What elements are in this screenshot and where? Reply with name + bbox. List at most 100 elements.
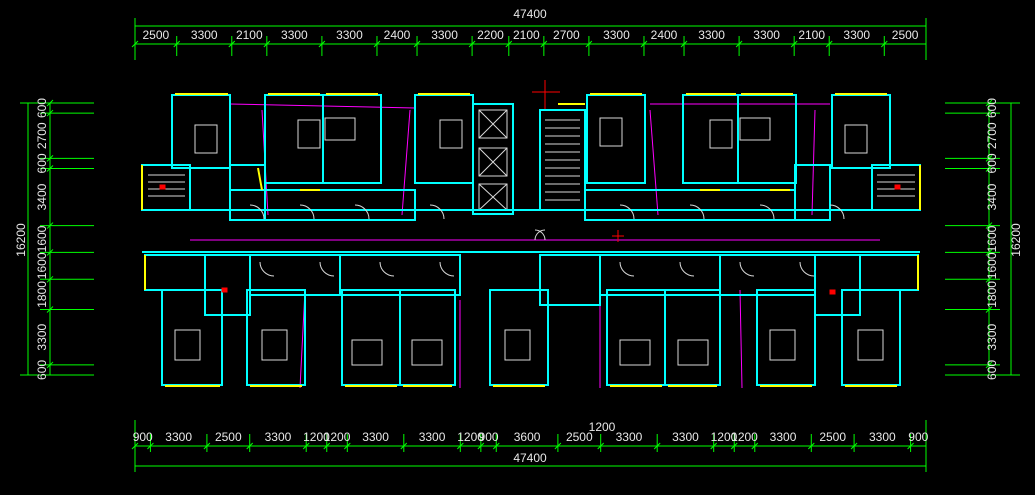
- doors: [249, 204, 845, 277]
- right-dim-label: 1600: [985, 252, 999, 279]
- left-dim-label: 1800: [35, 281, 49, 308]
- dim-slash: [825, 40, 833, 48]
- top-dim-label: 3300: [603, 28, 630, 42]
- north-marker-cross: [532, 80, 560, 110]
- right-dim-label: 600: [985, 98, 999, 118]
- left-dim-ticks: [40, 99, 94, 369]
- bed-north-1: [194, 124, 218, 154]
- table-north-7: [739, 117, 771, 141]
- top-dim-label: 3300: [753, 28, 780, 42]
- bottom-dim-label: 3300: [616, 430, 643, 444]
- dim-slash: [246, 442, 254, 450]
- bottom-dim-label: 2500: [819, 430, 846, 444]
- left-dim-label: 600: [35, 360, 49, 380]
- bed-south-8: [769, 329, 796, 361]
- dim-slash: [468, 40, 476, 48]
- elevator-shaft: [472, 103, 514, 215]
- right-total-label: 16200: [1009, 223, 1023, 257]
- dim-slash: [710, 442, 718, 450]
- dim-slash: [985, 165, 993, 172]
- north-doors-east: [619, 204, 845, 220]
- top-dim-ticks: [131, 36, 888, 56]
- north-doors-west: [249, 204, 445, 220]
- right-dim-label: 600: [985, 153, 999, 173]
- red-tag-east: [894, 184, 901, 190]
- dim-slash: [203, 442, 211, 450]
- table-north-3: [324, 117, 356, 141]
- dim-slash: [456, 442, 464, 450]
- table-south-6: [619, 339, 651, 366]
- red-tag-west: [159, 184, 166, 190]
- right-dim-ticks: [945, 99, 1000, 369]
- dim-slash: [680, 40, 688, 48]
- right-dimension-chain: 16200 600 2700 600 3400 1600 1600 1800 3…: [945, 98, 1023, 380]
- top-dim-label: 3300: [843, 28, 870, 42]
- dim-slash: [985, 155, 993, 162]
- dim-slash: [400, 442, 408, 450]
- elevator-car-1-cross: [478, 109, 508, 139]
- bottom-dim-label: 3300: [770, 430, 797, 444]
- center-cross-marker: [612, 230, 624, 242]
- bottom-total-label: 47400: [513, 451, 547, 465]
- elevator-car-2: [478, 147, 508, 177]
- dim-slash: [751, 442, 759, 450]
- dim-slash: [46, 109, 54, 117]
- table-south-4: [411, 339, 443, 366]
- top-dimension-chain: 47400 2500 3300 2100 3300 3300 2400 3300…: [131, 7, 927, 60]
- bottom-dim-label: 3300: [419, 430, 446, 444]
- dim-slash: [505, 40, 513, 48]
- left-dim-label: 2700: [35, 122, 49, 149]
- bottom-dim-label: 1200: [711, 430, 738, 444]
- bed-south-1: [174, 329, 201, 361]
- stair-treads: [148, 119, 915, 201]
- bed-north-8: [844, 124, 868, 154]
- top-dim-label: 2500: [892, 28, 919, 42]
- dim-slash: [735, 40, 743, 48]
- dim-slash: [46, 361, 54, 369]
- top-dim-label: 3300: [336, 28, 363, 42]
- dim-slash: [985, 361, 993, 369]
- elevator-car-2-cross: [478, 147, 508, 177]
- dim-slash: [343, 442, 351, 450]
- dim-slash: [46, 306, 54, 313]
- top-total-label: 47400: [513, 7, 547, 21]
- top-dim-label: 2100: [798, 28, 825, 42]
- dim-slash: [318, 40, 326, 48]
- dim-slash: [131, 442, 139, 450]
- dim-slash: [46, 99, 54, 107]
- dim-slash: [46, 222, 54, 229]
- dim-slash: [302, 442, 310, 450]
- left-dim-label: 1600: [35, 225, 49, 252]
- top-dim-label: 2100: [513, 28, 540, 42]
- end-windows: [141, 165, 921, 290]
- right-dim-label: 1600: [985, 225, 999, 252]
- bottom-dim-label: 1200: [324, 430, 351, 444]
- right-dim-labels: 600 2700 600 3400 1600 1600 1800 3300 60…: [985, 98, 999, 380]
- dim-slash: [46, 155, 54, 162]
- left-total-label: 16200: [14, 223, 28, 257]
- bottom-dim-label: 900: [908, 430, 928, 444]
- top-dim-label: 2200: [477, 28, 504, 42]
- left-dim-label: 3400: [35, 183, 49, 210]
- bottom-dim-label: 3600: [514, 430, 541, 444]
- top-dim-label: 2400: [651, 28, 678, 42]
- elevator-car-3-cross: [478, 183, 508, 211]
- dim-slash: [985, 249, 993, 256]
- bottom-dim-label: 900: [479, 430, 499, 444]
- bottom-dim-label: 1200: [731, 430, 758, 444]
- windows: [141, 93, 921, 387]
- bottom-dim-ticks: [131, 434, 914, 452]
- bottom-dim-label: 3300: [672, 430, 699, 444]
- dim-slash: [477, 442, 485, 450]
- lower-guide-lines: [299, 289, 743, 389]
- west-stair-treads: [148, 174, 185, 197]
- top-dim-label: 3300: [281, 28, 308, 42]
- dim-slash: [228, 40, 236, 48]
- left-dim-label: 600: [35, 98, 49, 118]
- dim-slash: [807, 442, 815, 450]
- dim-slash: [263, 40, 271, 48]
- right-dim-label: 1800: [985, 281, 999, 308]
- top-dim-label: 2700: [553, 28, 580, 42]
- bottom-dimension-chain: 1200 47400 900 3300 2500 3300 1200 1200 …: [131, 420, 929, 472]
